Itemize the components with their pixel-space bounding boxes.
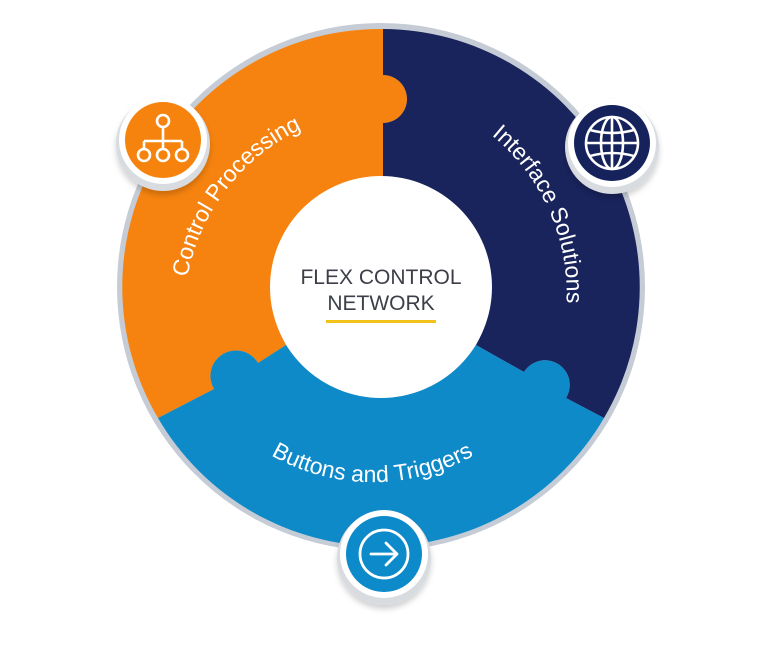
arrow-right-icon-glyph <box>358 528 410 580</box>
center-title-line2: NETWORK <box>327 292 434 315</box>
hierarchy-icon-glyph <box>136 113 190 163</box>
center-underline <box>326 320 436 323</box>
center-title-line1: FLEX CONTROL <box>300 266 461 289</box>
globe-icon-glyph <box>584 115 640 171</box>
segment-buttons-and-triggers[interactable] <box>158 345 604 547</box>
center-circle <box>270 176 492 398</box>
